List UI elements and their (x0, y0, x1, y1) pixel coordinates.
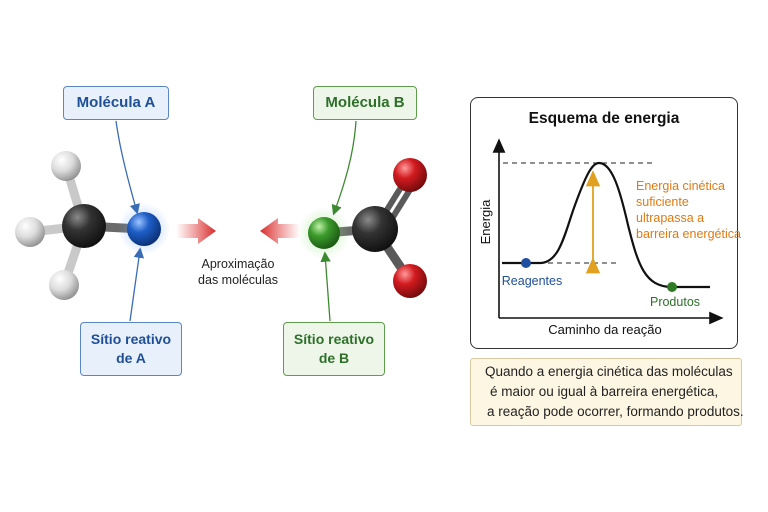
oxygen-atom-b2 (393, 264, 427, 298)
hydrogen-atom-a3 (49, 270, 79, 300)
carbon-atom-a (62, 204, 106, 248)
energy-curve (502, 161, 710, 289)
energy-axis-label: Energia (478, 199, 493, 245)
reactive-site-a-label: Sítio reativo de A (80, 322, 182, 376)
approach-label: Aproximação das moléculas (198, 257, 278, 288)
activation-energy-annotation: Energia cinética suficiente ultrapassa a… (636, 179, 741, 241)
molecule-b-label: Molécula B (313, 86, 417, 120)
annotation-line: ultrapassa a (636, 211, 704, 225)
pointer-molecule-a (115, 120, 140, 215)
energy-diagram-title: Esquema de energia (528, 110, 680, 127)
oxygen-atom-b1 (393, 158, 427, 192)
reactive-site-b-label: Sítio reativo de B (283, 322, 385, 376)
annotation-line: suficiente (636, 195, 689, 209)
reactants-label: Reagentes (502, 274, 562, 288)
note-line: Quando a energia cinética das moléculas (485, 364, 733, 379)
energy-diagram-panel (470, 97, 738, 349)
pointer-site-a (129, 247, 145, 322)
explanation-note (470, 358, 742, 426)
pointer-molecule-b (331, 120, 357, 216)
reactive-atom-b (308, 217, 340, 249)
note-line: a reação pode ocorrer, formando produtos… (487, 404, 744, 419)
molecule-a-label: Molécula A (63, 86, 169, 120)
reactive-atom-a (127, 212, 161, 246)
annotation-line: barreira energética (636, 227, 741, 241)
hydrogen-atom-a2 (15, 217, 45, 247)
reaction-path-axis-label: Caminho da reação (548, 322, 661, 337)
pointer-site-b (320, 251, 331, 322)
carbon-atom-b (352, 206, 398, 252)
annotation-line: Energia cinética (636, 179, 725, 193)
hydrogen-atom-a1 (51, 151, 81, 181)
note-line: é maior ou igual à barreira energética, (490, 384, 719, 399)
products-label: Produtos (650, 295, 700, 309)
reactants-point (521, 258, 531, 268)
approach-arrow-right (176, 218, 216, 244)
approach-arrow-left (260, 218, 300, 244)
products-point (667, 282, 677, 292)
